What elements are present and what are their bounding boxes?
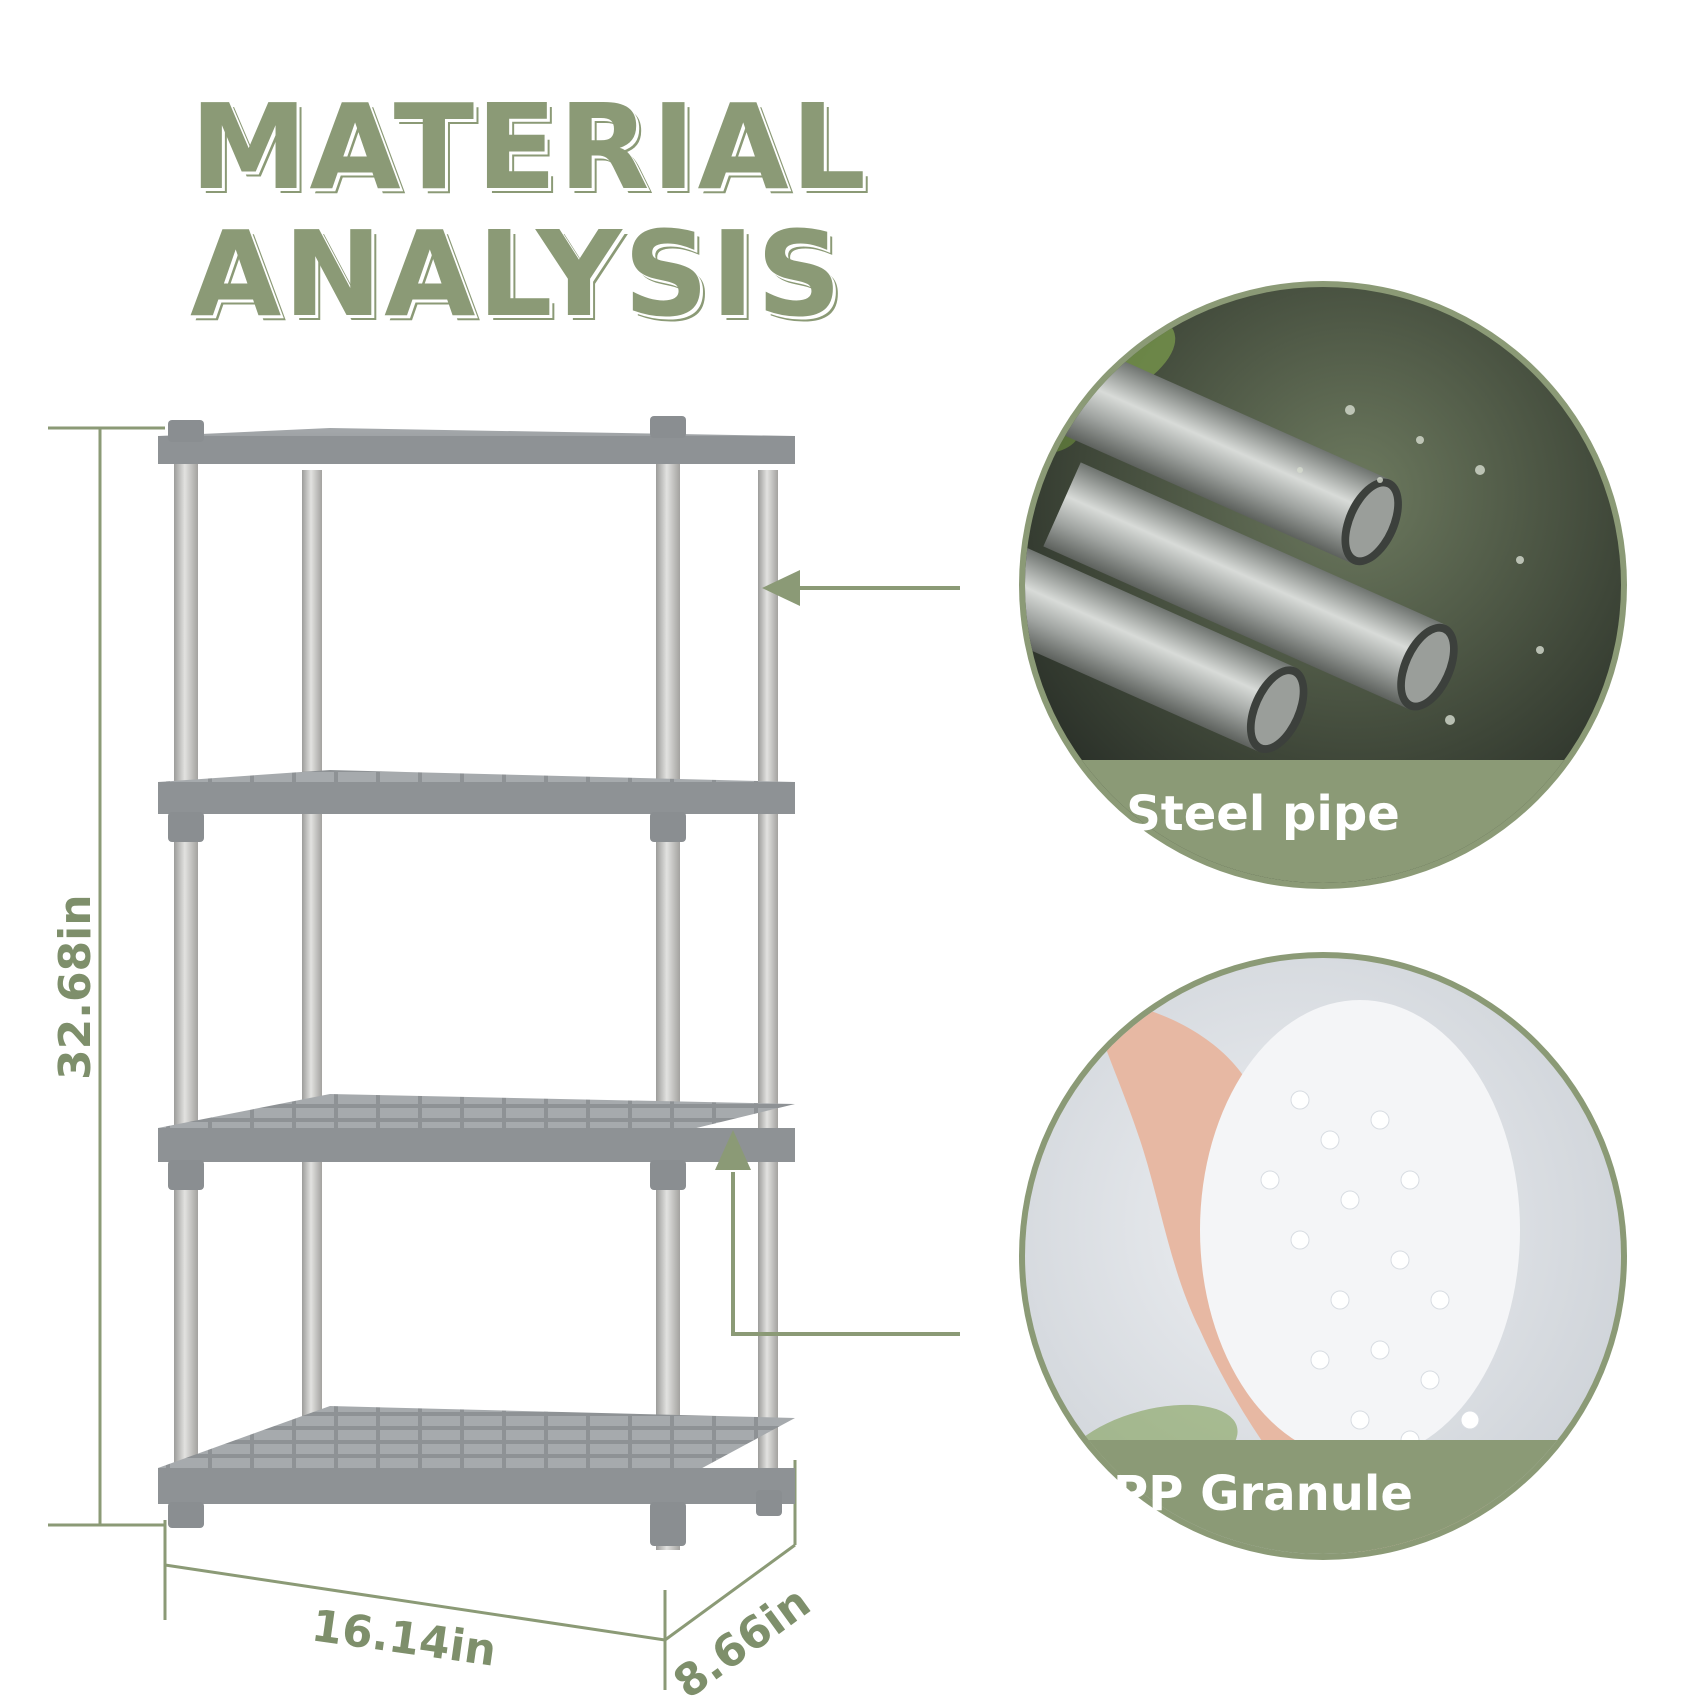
headline-line-1: MATERIAL: [190, 78, 868, 216]
pp-granule-image: PP Granule: [1019, 952, 1627, 1560]
height-label: 32.68in: [50, 894, 101, 1080]
shelving-unit: [158, 416, 795, 1550]
pp-pointer-arrow: [715, 1130, 960, 1336]
pp-granule-label: PP Granule: [1113, 1466, 1413, 1522]
steel-pipe-label: Steel pipe: [1126, 786, 1400, 842]
steel-pipe-image: Steel pipe: [1019, 281, 1627, 889]
depth-label: 8.66in: [664, 1577, 819, 1700]
headline-line-2: ANALYSIS: [190, 205, 844, 343]
height-dimension: [48, 426, 165, 1527]
steel-pointer-arrow: [762, 570, 960, 606]
